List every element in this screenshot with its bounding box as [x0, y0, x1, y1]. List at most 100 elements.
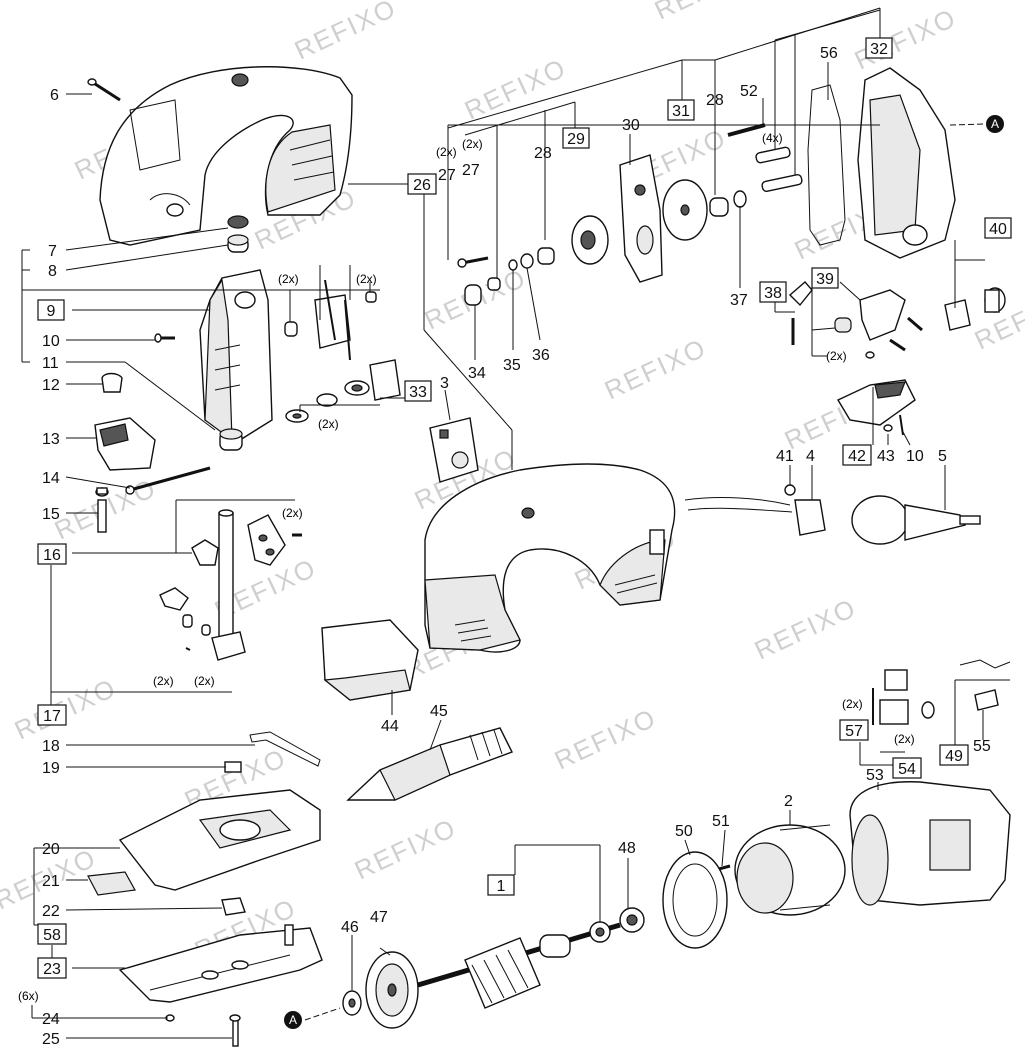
qty-note: (2x) [894, 732, 915, 746]
qty-note: (2x) [842, 697, 863, 711]
qty-note: (2x) [826, 349, 847, 363]
callout-27a: 27 [438, 167, 456, 184]
callout-45: 45 [430, 703, 448, 720]
plain-callouts: 6 7 8 10 11 12 13 14 15 18 19 20 21 22 2… [42, 45, 991, 1048]
callout-54: 54 [898, 761, 916, 778]
part-29-cam [571, 215, 609, 265]
qty-note: (2x) [194, 674, 215, 688]
watermark: REFIXO [290, 0, 401, 65]
callout-55: 55 [973, 738, 991, 755]
part-10-screw [154, 333, 175, 343]
watermark: REFIXO [600, 332, 711, 405]
callout-41: 41 [776, 448, 794, 465]
part-16-guide [191, 514, 302, 566]
part-56-gasket [807, 84, 846, 246]
part-26-housing-half [99, 66, 353, 246]
callout-52: 52 [740, 83, 758, 100]
part-52-pins [727, 123, 803, 193]
callout-50: 50 [675, 823, 693, 840]
boxed-callouts: 9 16 17 58 23 26 29 31 32 33 38 39 40 42… [37, 37, 1012, 979]
callout-7: 7 [48, 243, 57, 260]
part-3-switch [429, 417, 479, 483]
callout-49: 49 [945, 748, 963, 765]
part-21-pad [87, 871, 136, 896]
callout-16: 16 [43, 547, 61, 564]
callout-27b: 27 [462, 162, 480, 179]
callout-42: 42 [848, 448, 866, 465]
qty-note: (2x) [436, 145, 457, 159]
part-13-clamp [94, 417, 156, 471]
watermark: REFIXO [750, 592, 861, 665]
callout-29: 29 [567, 131, 585, 148]
qty-note: (4x) [762, 131, 783, 145]
callout-1: 1 [497, 878, 506, 895]
part-main-housing [424, 463, 676, 653]
callout-4: 4 [806, 448, 815, 465]
callout-19: 19 [42, 760, 60, 777]
callout-40: 40 [989, 221, 1007, 238]
part-9-subparts [284, 279, 377, 361]
watermark: REFIXO [350, 812, 461, 885]
part-11-ring [219, 428, 243, 451]
part-30-lever [619, 154, 663, 283]
part-brush-set [872, 659, 1011, 725]
part-50-baffle [662, 851, 728, 949]
callout-33: 33 [409, 384, 427, 401]
part-23-base-plate [118, 924, 323, 1003]
callout-28b: 28 [706, 92, 724, 109]
callout-48: 48 [618, 840, 636, 857]
callout-15: 15 [42, 506, 60, 523]
callout-10: 10 [42, 333, 60, 350]
callout-13: 13 [42, 431, 60, 448]
part-2-stator [734, 824, 846, 916]
quantity-notes: (2x) (2x) (4x) (2x) (2x) (2x) (2x) (2x) … [18, 131, 915, 1003]
part-46-bearing [342, 990, 362, 1016]
callout-14: 14 [42, 470, 60, 487]
callout-34: 34 [468, 365, 486, 382]
callout-11: 11 [42, 355, 59, 372]
callout-24: 24 [42, 1011, 60, 1028]
part-9-gear-housing [199, 269, 273, 442]
callout-26: 26 [413, 177, 431, 194]
part-32-gear-cover [857, 67, 956, 259]
callout-22: 22 [42, 903, 60, 920]
callout-9: 9 [47, 303, 56, 320]
callout-6: 6 [50, 87, 59, 104]
callout-58: 58 [43, 927, 61, 944]
callout-36: 36 [532, 347, 550, 364]
reference-a-top: A [986, 115, 1004, 133]
part-48-bearing [619, 907, 645, 933]
callout-38: 38 [764, 285, 782, 302]
part-17-plunger [159, 509, 246, 661]
part-6-screw [87, 78, 121, 102]
part-18-wrench [249, 731, 321, 767]
callout-10b: 10 [906, 448, 924, 465]
part-38-spring [788, 281, 813, 307]
part-45-handle [346, 727, 513, 801]
part-drawings [87, 66, 1011, 1047]
callout-17: 17 [43, 708, 61, 725]
callout-56: 56 [820, 45, 838, 62]
callout-2: 2 [784, 793, 793, 810]
part-25-screw [229, 1014, 241, 1047]
qty-note: (2x) [282, 506, 303, 520]
callout-32: 32 [870, 41, 888, 58]
callout-20: 20 [42, 841, 60, 858]
callout-31: 31 [672, 103, 690, 120]
callout-5: 5 [938, 448, 947, 465]
part-47-fan [365, 951, 419, 1029]
part-7-ring [227, 215, 249, 229]
callout-18: 18 [42, 738, 60, 755]
reference-a-bottom: A [284, 1011, 302, 1029]
callout-37: 37 [730, 292, 748, 309]
qty-note: (2x) [278, 272, 299, 286]
callout-21: 21 [42, 873, 60, 890]
part-53-motor-housing [849, 781, 1011, 906]
callout-39: 39 [816, 271, 834, 288]
part-42-holder [837, 379, 916, 436]
ref-label: A [991, 117, 999, 131]
callout-53: 53 [866, 767, 884, 784]
qty-note: (2x) [462, 137, 483, 151]
leader-lines [21, 7, 1010, 1039]
